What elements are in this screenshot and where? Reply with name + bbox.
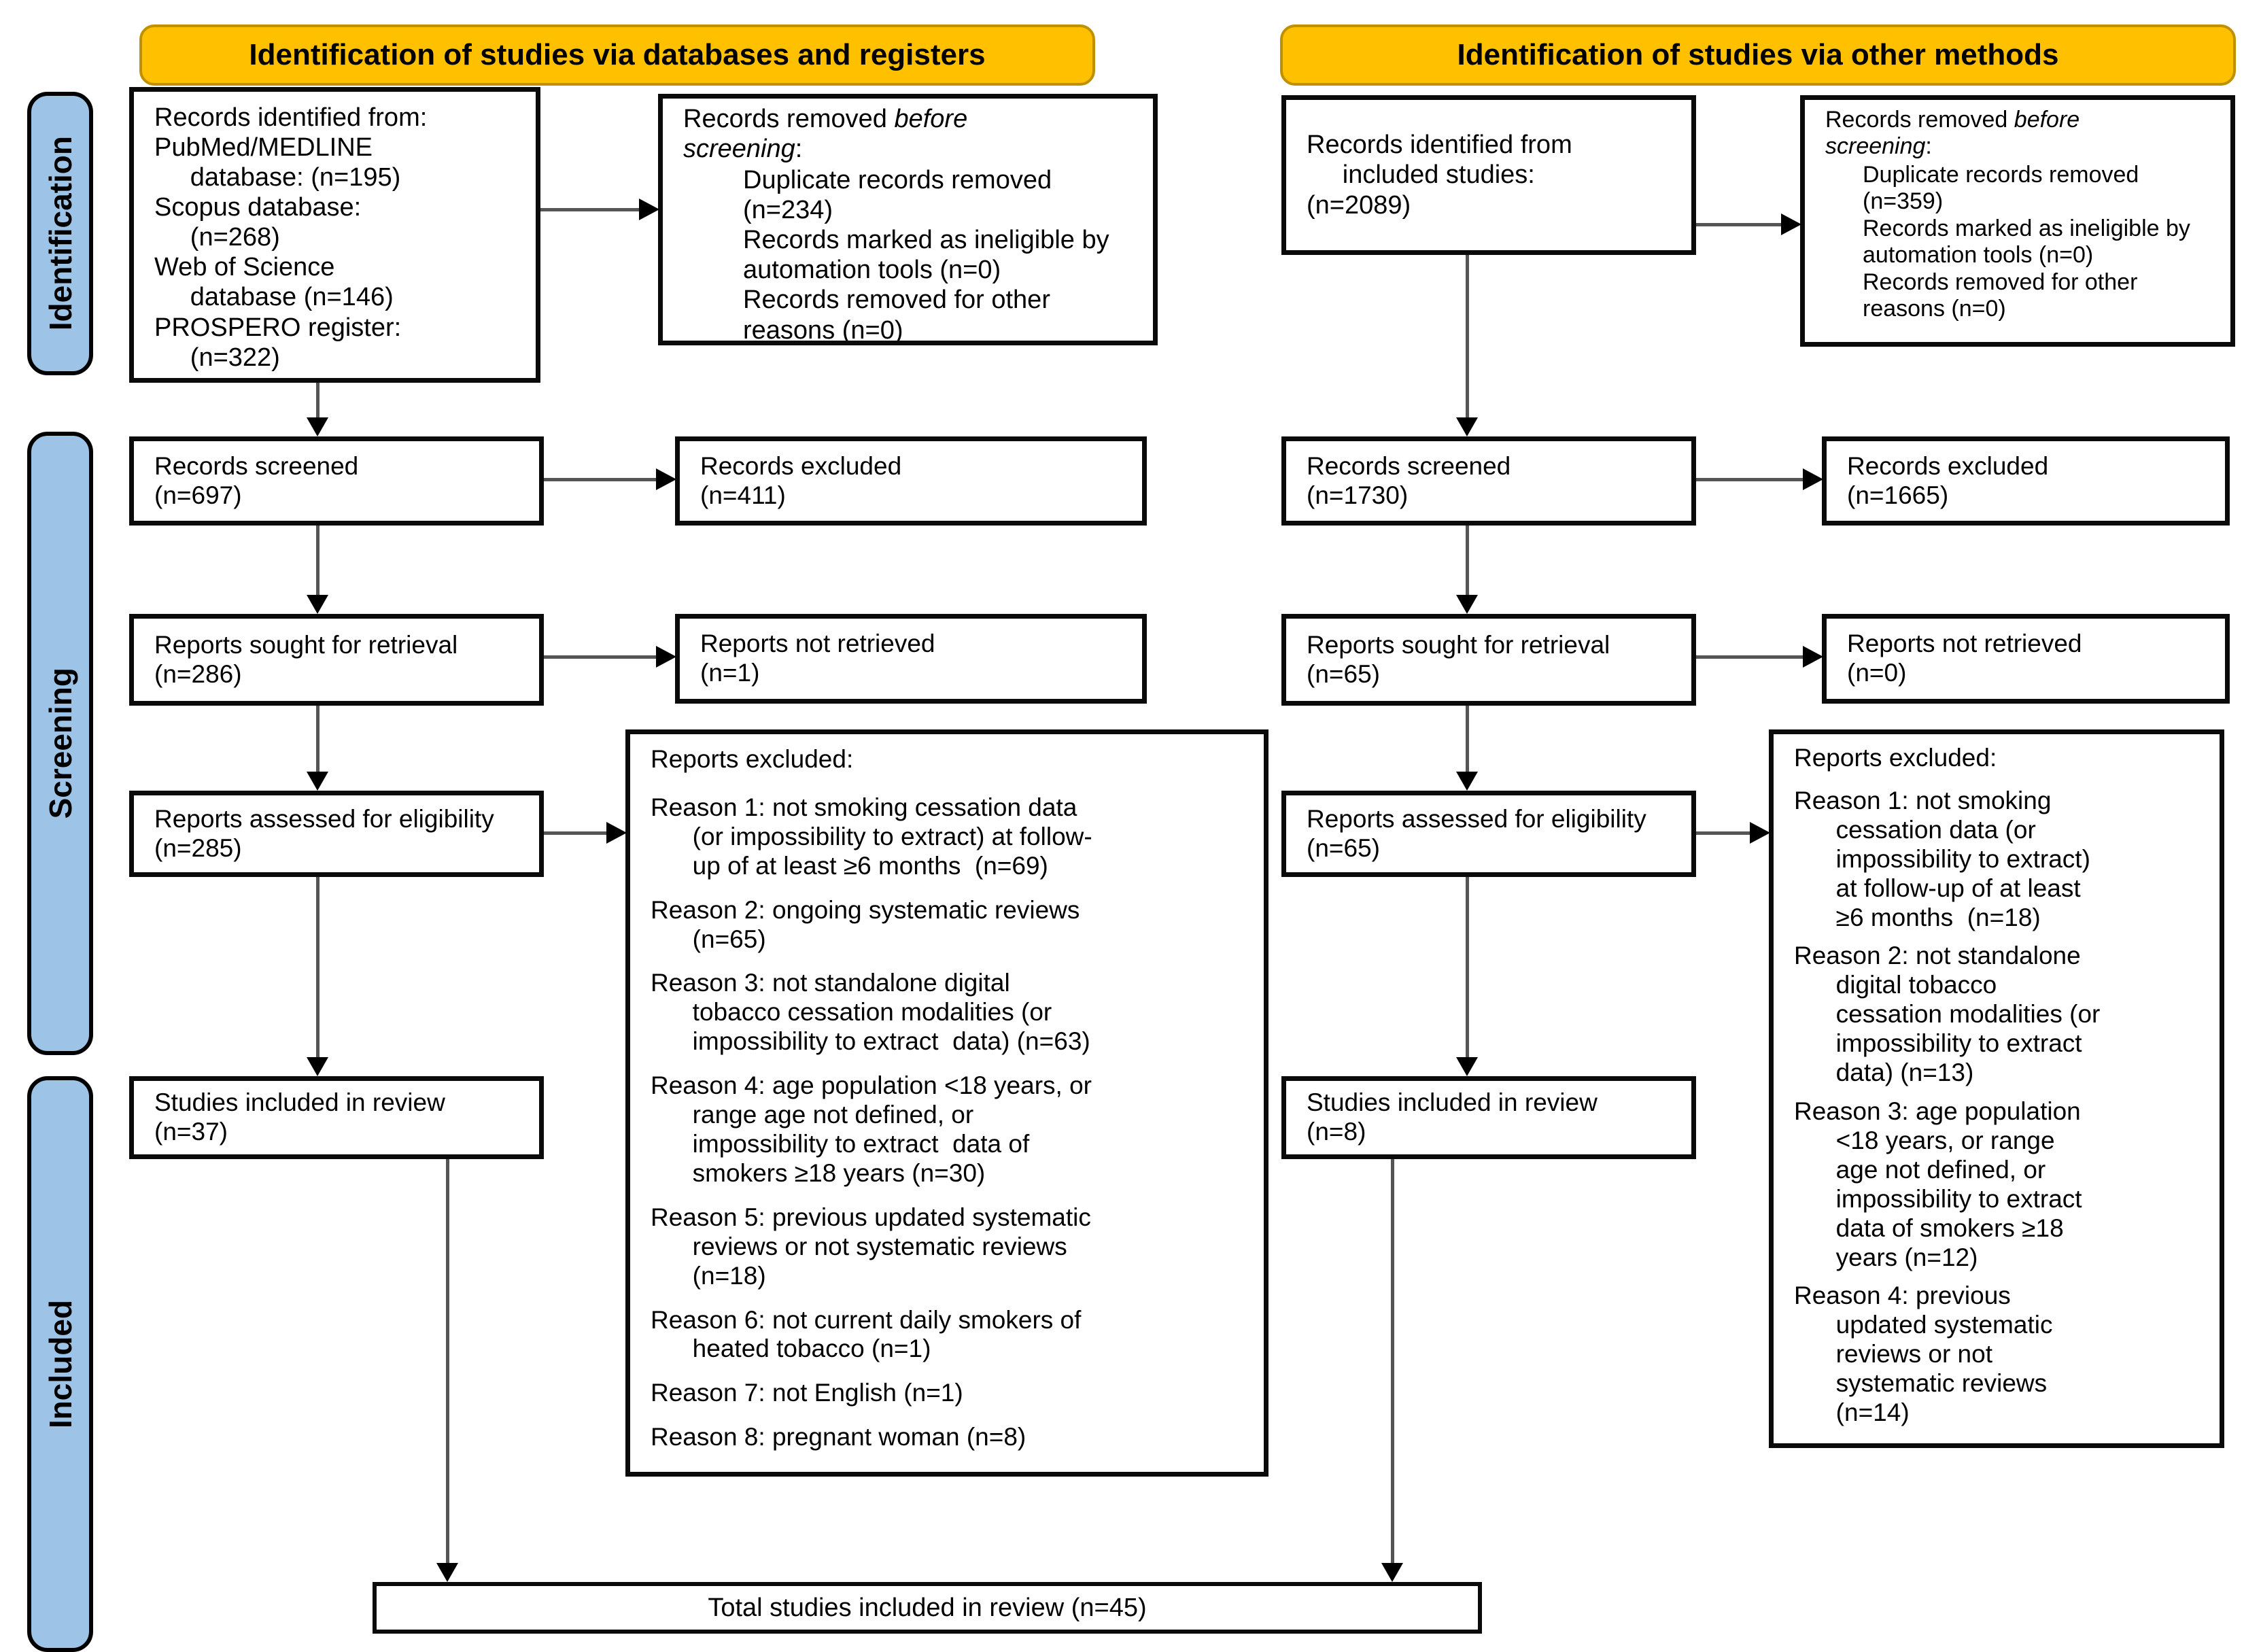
box-reports-sought-db: Reports sought for retrieval (n=286) — [129, 614, 544, 706]
arrow-included-db-to-total-head — [436, 1563, 458, 1582]
arrow-screened-to-sought-other-head — [1456, 595, 1478, 614]
box-records-identified-other: Records identified from included studies… — [1281, 95, 1696, 255]
arrow-sought-to-assessed-db-line — [316, 706, 320, 773]
stage-included-label: Included — [42, 1299, 78, 1429]
reason-item: Reason 1: not smoking cessation data (or… — [1794, 786, 2090, 931]
reports-excluded-db-reasons: Reason 1: not smoking cessation data (or… — [651, 778, 1243, 1452]
stage-included: Included — [27, 1076, 93, 1652]
arrow-screened-to-sought-db-head — [307, 595, 328, 614]
arrow-assessed-to-included-other-line — [1466, 877, 1469, 1059]
arrow-sought-to-notretrieved-db-line — [544, 655, 658, 659]
box-records-screened-db: Records screened (n=697) — [129, 436, 544, 526]
box-records-excluded-db: Records excluded (n=411) — [675, 436, 1147, 526]
box-reports-not-retrieved-db: Reports not retrieved (n=1) — [675, 614, 1147, 704]
box-reports-assessed-db: Reports assessed for eligibility (n=285) — [129, 791, 544, 877]
records-removed-other-items: Duplicate records removed (n=359) Record… — [1863, 161, 2190, 322]
arrow-identified-to-screened-other-line — [1466, 255, 1469, 419]
stage-screening-label: Screening — [42, 668, 78, 819]
arrow-identified-to-removed-db-line — [540, 208, 641, 211]
reason-item: Reason 3: not standalone digital tobacco… — [651, 969, 1090, 1056]
box-records-removed-other: Records removed before screening: Duplic… — [1800, 95, 2235, 347]
arrow-identified-to-removed-other-head — [1781, 213, 1801, 235]
banner-databases-registers-label: Identification of studies via databases … — [249, 38, 986, 71]
arrow-sought-to-notretrieved-other-head — [1803, 646, 1823, 668]
reason-item: Reason 4: age population <18 years, or r… — [651, 1071, 1092, 1187]
box-studies-included-other: Studies included in review (n=8) — [1281, 1076, 1696, 1159]
banner-other-methods-label: Identification of studies via other meth… — [1457, 38, 2059, 71]
banner-other-methods: Identification of studies via other meth… — [1280, 24, 2236, 86]
arrow-screened-to-excluded-db-head — [656, 468, 676, 490]
arrow-identified-to-screened-other-head — [1456, 417, 1478, 436]
box-reports-sought-other: Reports sought for retrieval (n=65) — [1281, 614, 1696, 706]
box-reports-not-retrieved-other: Reports not retrieved (n=0) — [1822, 614, 2230, 704]
arrow-sought-to-notretrieved-other-line — [1696, 655, 1805, 659]
arrow-sought-to-notretrieved-db-head — [656, 646, 676, 668]
arrow-identified-to-removed-other-line — [1696, 223, 1783, 226]
reason-item: Reason 2: ongoing systematic reviews (n=… — [651, 895, 1080, 953]
arrow-screened-to-sought-db-line — [316, 526, 320, 596]
reports-excluded-other-reasons: Reason 1: not smoking cessation data (or… — [1794, 777, 2199, 1428]
box-records-identified-db: Records identified from: PubMed/MEDLINE … — [129, 87, 540, 383]
arrow-screened-to-sought-other-line — [1466, 526, 1469, 596]
stage-identification-label: Identification — [42, 136, 78, 331]
box-reports-excluded-other: Reports excluded: Reason 1: not smoking … — [1769, 729, 2224, 1448]
arrow-identified-to-screened-db-line — [316, 383, 320, 418]
reason-item: Reason 4: previous updated systematic re… — [1794, 1281, 2053, 1427]
banner-databases-registers: Identification of studies via databases … — [139, 24, 1095, 86]
arrow-included-other-to-total-line — [1391, 1159, 1394, 1564]
arrow-assessed-to-included-other-head — [1456, 1057, 1478, 1076]
arrow-assessed-to-excluded-db-line — [544, 831, 608, 835]
box-records-removed-db: Records removed before screening: Duplic… — [658, 94, 1158, 345]
records-removed-db-items: Duplicate records removed (n=234) Record… — [743, 166, 1109, 345]
arrow-sought-to-assessed-db-head — [307, 772, 328, 791]
records-removed-db-heading: Records removed before screening: — [683, 105, 968, 164]
reason-item: Reason 8: pregnant woman (n=8) — [651, 1423, 1026, 1451]
arrow-assessed-to-included-db-line — [316, 877, 320, 1059]
arrow-included-db-to-total-line — [446, 1159, 449, 1564]
stage-screening: Screening — [27, 432, 93, 1055]
box-records-excluded-other: Records excluded (n=1665) — [1822, 436, 2230, 526]
box-total-studies-included: Total studies included in review (n=45) — [373, 1582, 1482, 1634]
reports-excluded-db-title: Reports excluded: — [651, 745, 854, 773]
reason-item: Reason 6: not current daily smokers of h… — [651, 1305, 1082, 1363]
reason-item: Reason 7: not English (n=1) — [651, 1379, 963, 1407]
arrow-assessed-to-excluded-other-line — [1696, 831, 1750, 835]
reason-item: Reason 3: age population <18 years, or r… — [1794, 1097, 2082, 1271]
box-reports-assessed-other: Reports assessed for eligibility (n=65) — [1281, 791, 1696, 877]
arrow-included-other-to-total-head — [1381, 1563, 1403, 1582]
arrow-screened-to-excluded-db-line — [544, 478, 658, 481]
box-reports-excluded-db: Reports excluded: Reason 1: not smoking … — [625, 729, 1268, 1477]
reason-item: Reason 5: previous updated systematic re… — [651, 1203, 1091, 1290]
arrow-screened-to-excluded-other-line — [1696, 478, 1805, 481]
arrow-sought-to-assessed-other-head — [1456, 772, 1478, 791]
reports-excluded-other-title: Reports excluded: — [1794, 744, 1997, 772]
reason-item: Reason 1: not smoking cessation data (or… — [651, 793, 1092, 880]
stage-identification: Identification — [27, 92, 93, 375]
records-removed-other-heading: Records removed before screening: — [1825, 107, 2080, 160]
arrow-assessed-to-excluded-db-head — [606, 822, 627, 844]
reason-item: Reason 2: not standalone digital tobacco… — [1794, 942, 2101, 1087]
box-records-screened-other: Records screened (n=1730) — [1281, 436, 1696, 526]
box-studies-included-db: Studies included in review (n=37) — [129, 1076, 544, 1159]
arrow-identified-to-screened-db-head — [307, 417, 328, 436]
arrow-screened-to-excluded-other-head — [1803, 468, 1823, 490]
arrow-assessed-to-excluded-other-head — [1750, 822, 1770, 844]
arrow-identified-to-removed-db-head — [639, 199, 659, 220]
arrow-sought-to-assessed-other-line — [1466, 706, 1469, 773]
arrow-assessed-to-included-db-head — [307, 1057, 328, 1076]
